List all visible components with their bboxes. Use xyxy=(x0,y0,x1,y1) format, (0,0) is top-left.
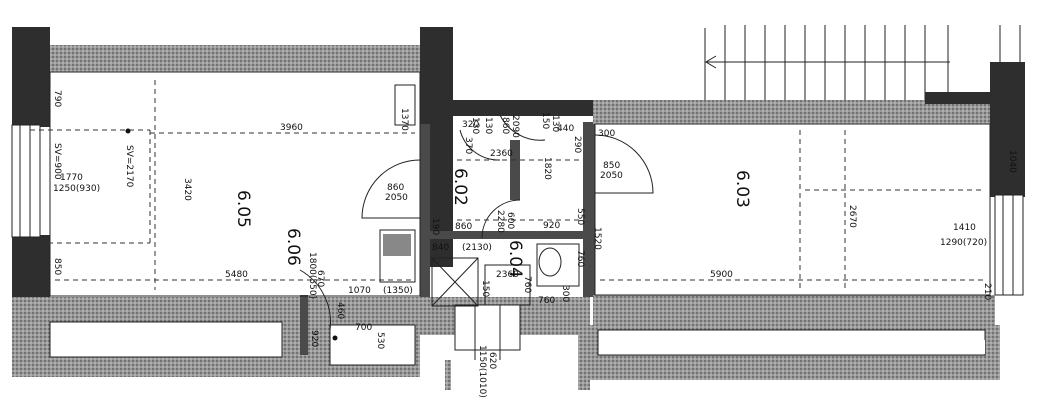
dim-840: 840 xyxy=(432,243,449,253)
dim-850-right: 850 xyxy=(603,161,620,171)
dim-130a: 130 xyxy=(470,117,480,134)
dim-620: 620 xyxy=(487,352,497,369)
dim-1290: 1290(720) xyxy=(940,238,987,248)
dim-300: 300 xyxy=(598,129,615,139)
dim-2090: 2090 xyxy=(510,115,520,138)
room-outlines xyxy=(30,71,991,297)
dim-600: 600 xyxy=(505,212,515,229)
dim-1370: 1370 xyxy=(399,108,409,131)
dim-1520: 1520 xyxy=(592,227,602,250)
dim-3960: 3960 xyxy=(280,123,303,133)
dim-920b: 920 xyxy=(543,221,560,231)
dim-2670: 2670 xyxy=(847,205,857,228)
room-label-6-03: 6.03 xyxy=(732,170,752,208)
room-label-6-02: 6.02 xyxy=(450,168,470,206)
dim-190: 190 xyxy=(430,218,440,235)
dim-760c: 760 xyxy=(538,296,555,306)
dim-320: 320 xyxy=(462,120,479,130)
dim-2360a: 2360 xyxy=(490,149,513,159)
dim-1250: 1250(930) xyxy=(53,184,100,194)
dim-1040: 1040 xyxy=(1007,150,1017,173)
dim-1410: 1410 xyxy=(953,223,976,233)
dim-130c: 130 xyxy=(550,115,560,132)
dim-850-left: 850 xyxy=(52,258,62,275)
walls xyxy=(12,27,1025,390)
dim-1070: 1070 xyxy=(348,286,371,296)
dim-3420: 3420 xyxy=(182,178,192,201)
room-labels: 6.05 6.06 6.02 6.04 6.03 xyxy=(233,168,752,278)
dim-2280: 2280 xyxy=(495,210,505,233)
dim-1770: 1770 xyxy=(60,173,83,183)
dim-130b: 130 xyxy=(483,117,493,134)
dim-150: 150 xyxy=(540,112,550,129)
dim-760a: 760 xyxy=(575,250,585,267)
dim-550: 550 xyxy=(575,208,585,225)
dim-530: 530 xyxy=(375,332,385,349)
dim-1800: 1800(550) xyxy=(307,252,317,299)
dim-290: 290 xyxy=(572,136,582,153)
fixtures xyxy=(379,229,580,307)
dim-440: 440 xyxy=(557,124,574,134)
dim-1820: 1820 xyxy=(542,157,552,180)
staircase xyxy=(704,25,1021,100)
room-label-6-05: 6.05 xyxy=(233,190,253,228)
dim-2360b: 2360 xyxy=(496,270,519,280)
dim-5900: 5900 xyxy=(710,270,733,280)
dim-2050a: 2050 xyxy=(385,193,408,203)
dim-760b: 760 xyxy=(522,276,532,293)
dim-2130: (2130) xyxy=(462,243,492,253)
dim-150b: 150 xyxy=(480,280,490,297)
markers xyxy=(125,128,338,341)
dim-5480: 5480 xyxy=(225,270,248,280)
dim-790: 790 xyxy=(52,90,62,107)
doors xyxy=(299,114,654,331)
dim-sv2170: SV=2170 xyxy=(124,145,134,188)
room-label-6-04: 6.04 xyxy=(505,240,525,278)
dim-700: 700 xyxy=(355,323,372,333)
dim-670: 670 xyxy=(315,270,325,287)
dim-1350: (1350) xyxy=(383,286,413,296)
dim-1150: 1150(1010) xyxy=(477,345,487,398)
dim-300b: 300 xyxy=(560,285,570,302)
windows xyxy=(11,124,1024,360)
dim-210: 210 xyxy=(982,283,992,300)
dim-860-door: 860 xyxy=(387,183,404,193)
dim-460: 460 xyxy=(335,302,345,319)
room-label-6-06: 6.06 xyxy=(283,228,303,266)
dimension-labels: 3960 1370 790 850 SV=900 SV=2170 1770 12… xyxy=(52,90,1017,398)
dim-sv900: SV=900 xyxy=(52,143,62,180)
dim-2050b: 2050 xyxy=(600,171,623,181)
dim-860b: 860 xyxy=(455,222,472,232)
dim-370: 370 xyxy=(463,137,473,154)
dim-920: 920 xyxy=(309,330,319,347)
dim-860-top: 860 xyxy=(500,117,510,134)
